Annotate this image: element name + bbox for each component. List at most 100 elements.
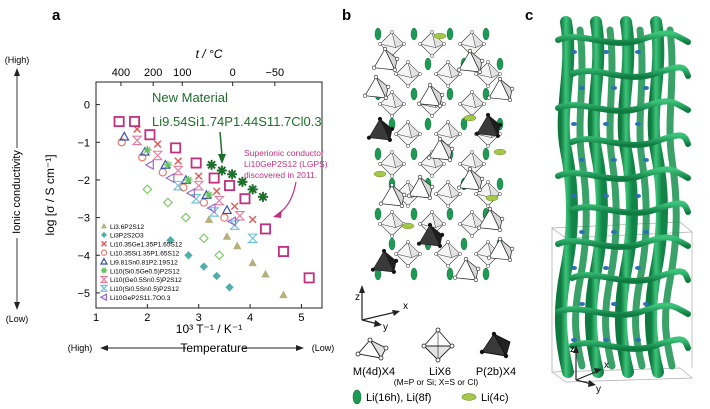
data-point (208, 172, 220, 184)
data-point (172, 165, 184, 176)
top-tick-label: −50 (265, 67, 284, 79)
li-site (482, 147, 490, 161)
panel-b-axis-y: y (383, 322, 388, 333)
series-10 (206, 159, 268, 202)
polyhedral-framework (362, 27, 515, 283)
p-tetrahedron (370, 248, 399, 275)
new-material-annotation: New Material Li9.54Si1.74P1.44S11.7Cl0.3 (152, 90, 322, 164)
x-tick-label: 3 (196, 312, 202, 324)
lgps-line-3: discovered in 2011. (244, 170, 317, 180)
li-site (635, 194, 641, 198)
data-point (257, 191, 268, 202)
li-site (603, 122, 609, 126)
lix-octahedron-icon (421, 327, 455, 363)
p-tetrahedron (416, 222, 445, 248)
li-site (446, 207, 454, 221)
li-site (571, 122, 577, 126)
series-7 (172, 180, 259, 244)
legend: Li3.6P2S12Li3P2S2O3Li10.35Ge1.35P1.65S12… (99, 223, 183, 302)
lix-octahedron (458, 150, 486, 178)
legend-swatch (99, 275, 109, 283)
li-site (496, 177, 504, 191)
lix-octahedron (434, 240, 462, 268)
series-0 (204, 215, 288, 299)
cross-link (569, 132, 691, 148)
li-site (424, 57, 432, 71)
data-point (138, 153, 147, 162)
li-4c-site (493, 148, 507, 156)
temperature-high: (High) (68, 343, 93, 353)
p-tetrahedron-icon (479, 331, 511, 359)
legend-entry: Li10GeP2S11.7O0.3 (110, 295, 171, 302)
series-5 (143, 145, 214, 200)
data-point (233, 241, 242, 250)
data-point (204, 215, 214, 223)
data-point (259, 223, 271, 235)
li-16h-label: Li(16h), Li(8f) (366, 392, 431, 404)
data-point (190, 157, 202, 169)
temperature-low: (Low) (312, 343, 335, 353)
series-8 (144, 159, 237, 227)
m-tetrahedron (452, 256, 481, 283)
panel-b-axis-z: z (355, 292, 360, 303)
m-tetrahedron (476, 206, 505, 232)
li-site (571, 50, 577, 54)
data-point (229, 220, 241, 230)
legend-entry: Li10(Si0.5Ge0.5)P2S12 (110, 268, 180, 275)
data-point (174, 157, 183, 165)
legend-swatch (101, 231, 107, 238)
li-site (611, 158, 617, 162)
m-tetrahedron (426, 136, 455, 162)
panel-label-c: c (525, 7, 533, 24)
top-axis-label: t / °C (196, 47, 223, 61)
new-material-formula: Li9.54Si1.74P1.44S11.7Cl0.3 (152, 114, 322, 129)
li-site (635, 122, 641, 126)
lix-octahedron (378, 210, 406, 238)
legend-entry: Li10(Si0.5Sn0.5)P2S12 (110, 286, 179, 293)
lgps-annotation: Superionic conductor Li10GeP2S12 (LGPS) … (244, 148, 328, 218)
panel-c-axis-z: z (570, 344, 575, 355)
li-site (410, 147, 418, 161)
data-marks (113, 116, 315, 299)
data-point (248, 215, 257, 224)
lix-octahedron (458, 30, 486, 58)
li-site (446, 27, 454, 41)
li-site (496, 57, 504, 71)
li-site (446, 267, 454, 281)
data-point (277, 245, 289, 257)
li-site (374, 147, 382, 161)
li-4c-site (463, 114, 477, 122)
data-point (206, 202, 216, 214)
li-site (635, 266, 641, 270)
data-point (206, 159, 217, 170)
data-point (185, 187, 195, 199)
lithium-density-surface (554, 16, 691, 378)
li-site (374, 207, 382, 221)
li-site (579, 86, 585, 90)
new-material-title: New Material (152, 90, 228, 105)
x-tick-label: 5 (298, 312, 304, 324)
lix-octahedron (434, 180, 462, 208)
li-site (410, 87, 418, 101)
data-point (237, 176, 248, 187)
li-4c-site (433, 32, 447, 40)
legend-swatch (101, 240, 107, 247)
data-point (180, 212, 191, 223)
plot-frame (95, 81, 323, 309)
li-site (611, 302, 617, 306)
data-point (144, 129, 156, 141)
panel-c-axis-x: x (604, 360, 609, 371)
data-point (248, 258, 257, 267)
data-point (158, 168, 167, 177)
conductivity-side-axis: (High) (Low) Ionic conductivity (5, 55, 30, 324)
data-point (239, 193, 251, 205)
legend-swatch (99, 293, 108, 302)
m-tetrahedron (371, 46, 400, 72)
m-tetrahedron (486, 76, 515, 102)
y-axis-label: log [σ / S cm⁻¹] (43, 154, 57, 235)
x-axis-label: 10³ T⁻¹ / K⁻¹ (176, 322, 242, 336)
cross-link (569, 268, 691, 284)
li-site (571, 338, 577, 342)
